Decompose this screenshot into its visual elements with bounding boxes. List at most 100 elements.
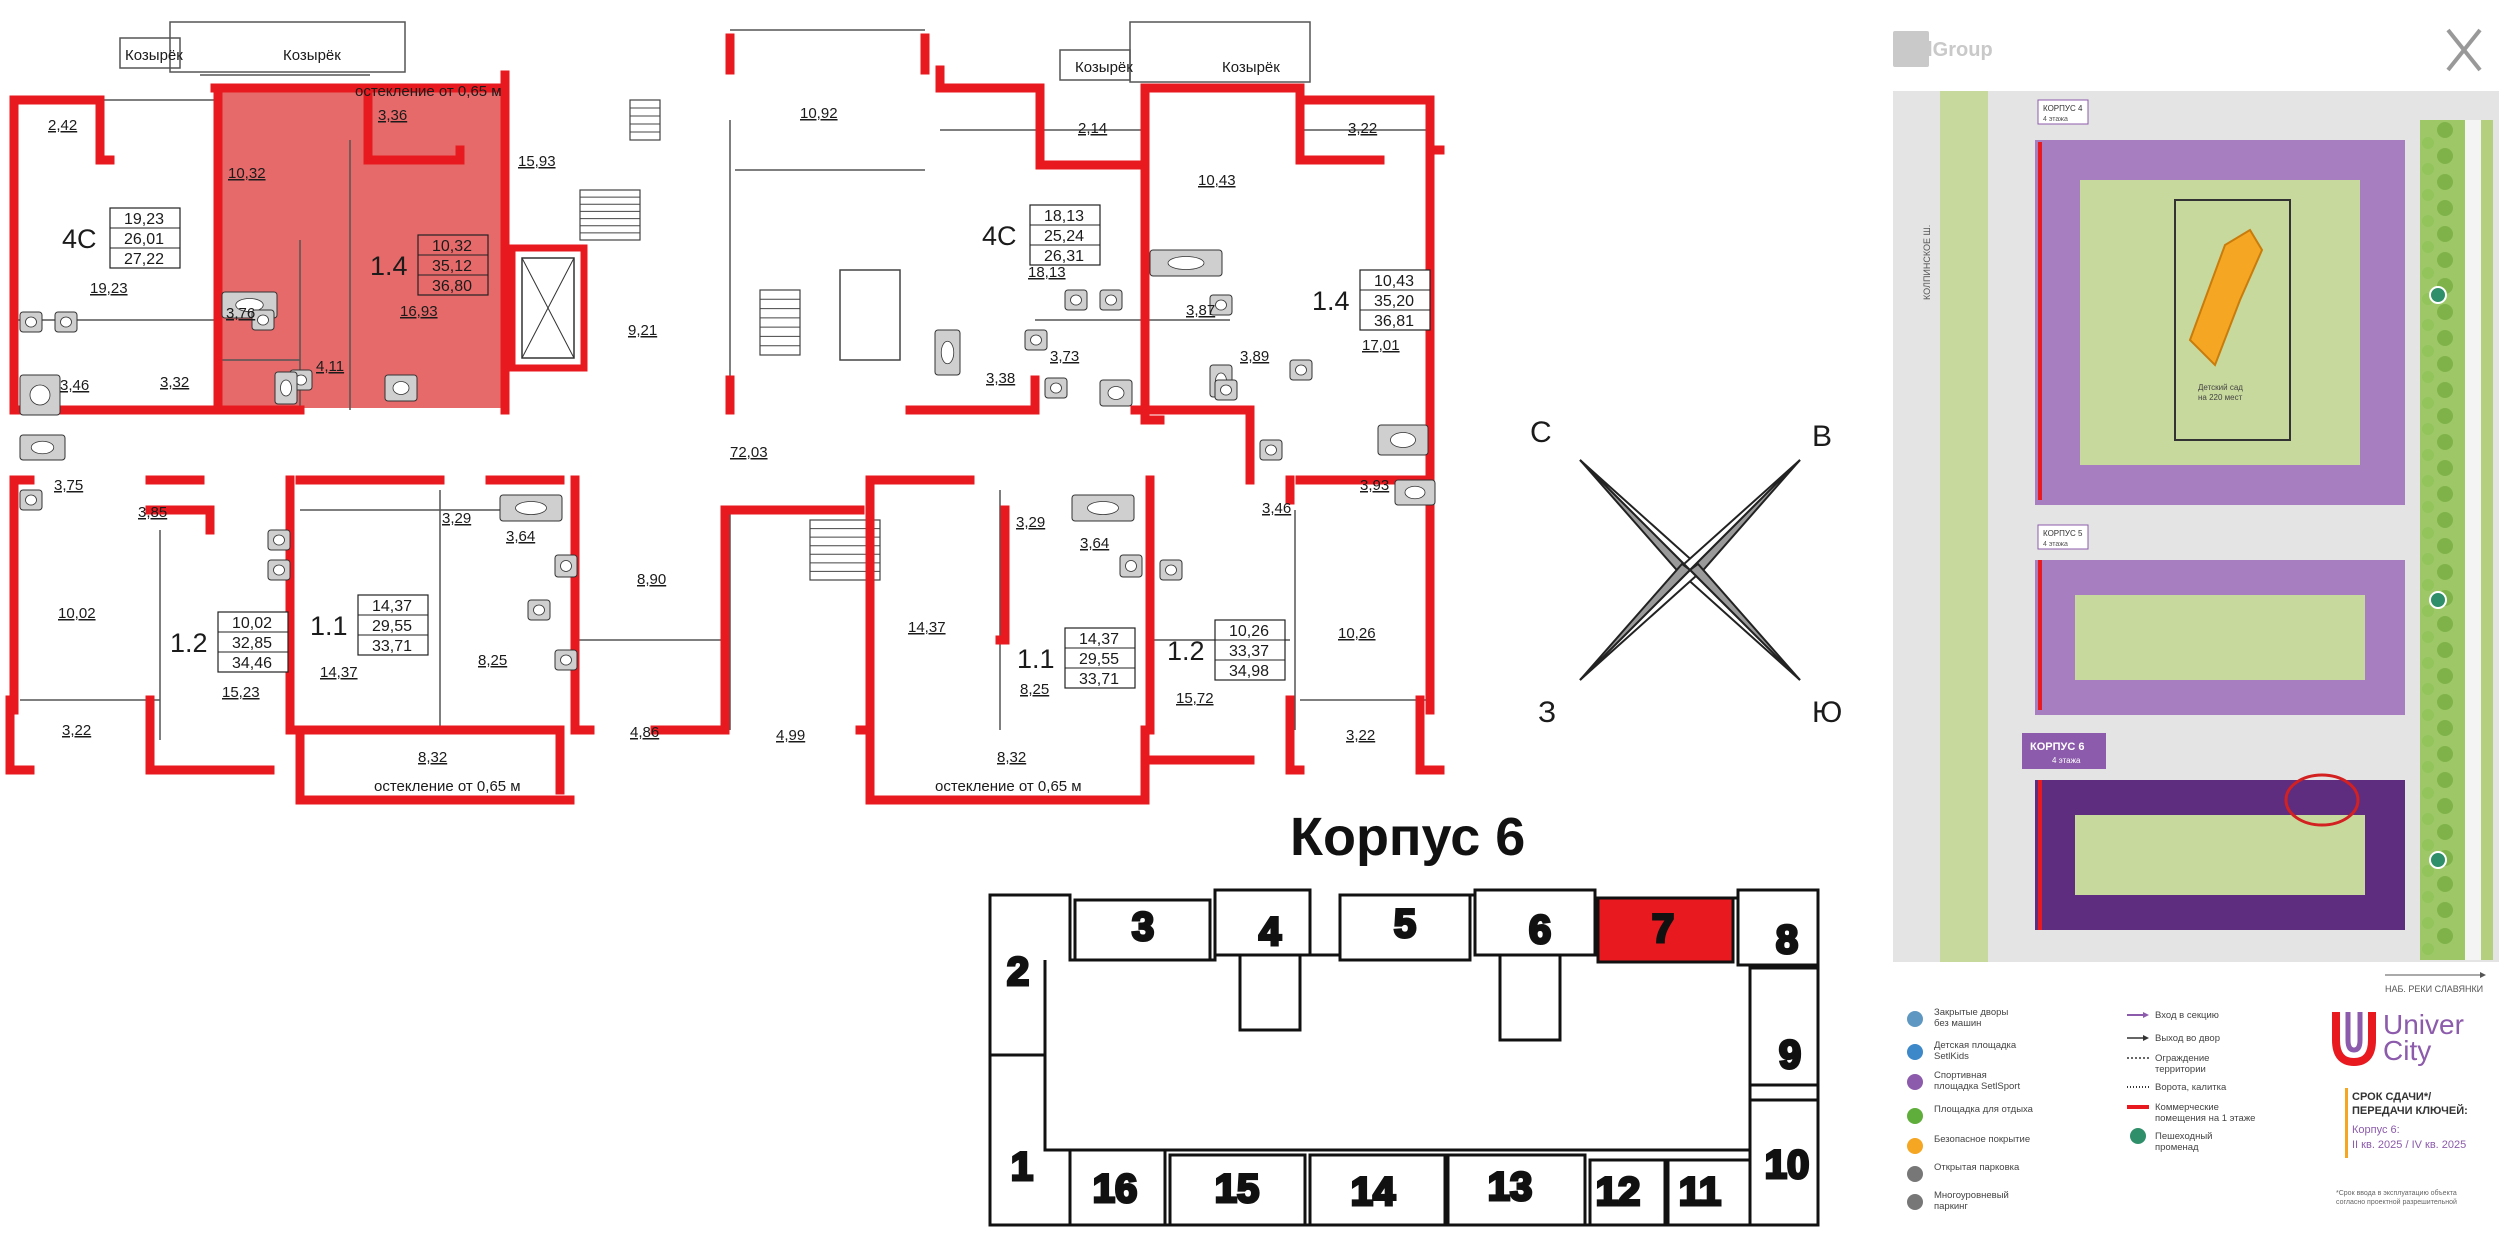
tree — [2437, 772, 2453, 788]
legend-label: Вход в секцию — [2155, 1010, 2219, 1021]
section-number: 2 — [1007, 950, 1029, 994]
brand-univer: Univer — [2383, 1009, 2464, 1040]
canopy-label: Козырёк — [1075, 59, 1133, 76]
tree — [2422, 267, 2434, 279]
fixture-bowl — [560, 654, 572, 666]
tree — [2422, 475, 2434, 487]
selected-apartment[interactable] — [218, 92, 505, 408]
staircases — [579, 99, 881, 581]
room-area-label: 4,11 — [316, 358, 344, 375]
fixture-bowl — [1030, 334, 1042, 346]
tree — [2437, 902, 2453, 918]
section-15[interactable]: 15 — [1168, 1153, 1307, 1227]
korpus-5-floors: 4 этажа — [2043, 541, 2068, 548]
legend-label: SetlKids — [1934, 1051, 1969, 1062]
section-number: 4 — [1259, 910, 1282, 954]
elevator-shaft — [508, 244, 588, 372]
section-1[interactable]: 1 — [1009, 1144, 1034, 1191]
fixture-bowl — [25, 316, 37, 328]
room-area-label: 3,29 — [442, 510, 471, 527]
canopy-label: Козырёк — [1222, 59, 1280, 76]
canopy-label: Козырёк — [283, 47, 341, 64]
room-area-label: 3,22 — [1346, 727, 1375, 744]
section-2[interactable]: 2 — [1005, 949, 1030, 996]
living-area: 10,32 — [432, 238, 472, 255]
total-area: 33,37 — [1229, 643, 1269, 660]
total-area: 32,85 — [232, 635, 272, 652]
tree — [2437, 252, 2453, 268]
section-11[interactable]: 11 — [1666, 1158, 1752, 1227]
compass-east: В — [1812, 420, 1832, 453]
legend-label: без машин — [1934, 1018, 1981, 1029]
delivery-accent — [2345, 1088, 2348, 1158]
section-number: 1 — [1011, 1145, 1033, 1189]
fixture-bowl — [533, 604, 545, 616]
section-3[interactable]: 3 — [1073, 898, 1212, 962]
tree — [2437, 460, 2453, 476]
section-4[interactable]: 4 — [1213, 888, 1312, 957]
section-7[interactable]: 7 — [1596, 896, 1735, 964]
section-9[interactable]: 9 — [1748, 966, 1820, 1087]
fixture-bowl — [257, 314, 269, 326]
tree — [2437, 174, 2453, 190]
room-area-label: 3,87 — [1186, 302, 1215, 319]
compass-rose: С В З Ю — [1530, 416, 1842, 729]
tree — [2422, 319, 2434, 331]
legend-label: паркинг — [1934, 1201, 1968, 1212]
tree — [2437, 330, 2453, 346]
tree — [2437, 798, 2453, 814]
section-13[interactable]: 13 — [1446, 1153, 1587, 1227]
canopy-label: Козырёк — [125, 47, 183, 64]
korpus-4-floors: 4 этажа — [2043, 116, 2068, 123]
section-10[interactable]: 10 — [1748, 1098, 1820, 1227]
apartment-type: 4С — [982, 221, 1017, 251]
outer-walls — [5, 33, 1445, 805]
tree — [2437, 642, 2453, 658]
legend-icon — [2130, 1128, 2146, 1144]
apartment-type: 1.1 — [310, 611, 348, 641]
room-area-label: 8,32 — [997, 749, 1026, 766]
section-16[interactable]: 16 — [1068, 1148, 1167, 1227]
tree — [2422, 345, 2434, 357]
section-14[interactable]: 14 — [1308, 1153, 1447, 1227]
close-icon[interactable] — [2446, 28, 2482, 72]
section-5[interactable]: 5 — [1338, 893, 1472, 962]
tree — [2422, 735, 2434, 747]
fixture-bowl — [30, 440, 55, 455]
fixture-bowl — [1220, 384, 1232, 396]
room-area-label: 3,73 — [1050, 348, 1079, 365]
korpus-6-label: КОРПУС 6 — [2030, 741, 2084, 753]
section-number: 3 — [1132, 905, 1154, 949]
room-area-label: 8,25 — [478, 652, 507, 669]
tree — [2437, 148, 2453, 164]
total-area-with-balcony: 26,31 — [1044, 248, 1084, 265]
section-6[interactable]: 6 — [1473, 888, 1597, 957]
tree — [2437, 564, 2453, 580]
legend-label: Закрытые дворы — [1934, 1007, 2008, 1018]
road-label-bottom: НАБ. РЕКИ СЛАВЯНКИ — [2385, 984, 2483, 994]
tree — [2437, 512, 2453, 528]
glazing-note: остекление от 0,65 м — [935, 778, 1082, 795]
tree — [2437, 434, 2453, 450]
tree — [2422, 241, 2434, 253]
legend-icon — [2127, 1035, 2149, 1041]
section-8[interactable]: 8 — [1736, 888, 1820, 967]
section-12[interactable]: 12 — [1588, 1158, 1667, 1227]
fixture-bowl — [515, 501, 547, 515]
section-number: 8 — [1776, 918, 1798, 962]
room-area-label: 3,93 — [1360, 477, 1389, 494]
